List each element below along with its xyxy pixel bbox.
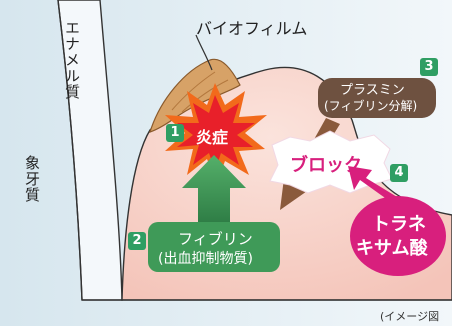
- fibrin-box: [148, 222, 280, 272]
- tranexamic-sublabel: キサム酸: [356, 238, 428, 259]
- caption-text: (イメージ図: [380, 310, 440, 323]
- inflammation-label: 炎症: [196, 128, 229, 147]
- block-label: ブロック: [290, 155, 362, 176]
- tranexamic-label: トラネ: [372, 214, 426, 235]
- enamel-label: エナメル質: [63, 20, 81, 100]
- tranexamic-circle: [350, 196, 446, 276]
- step-badge-3: 3: [420, 58, 438, 76]
- up-arrow-icon: [182, 155, 246, 222]
- fibrin-label: フィブリン: [178, 230, 253, 248]
- plasmin-label: プラスミン: [340, 83, 405, 98]
- step-badge-2: 2: [128, 232, 146, 250]
- biofilm-leader: [195, 34, 213, 71]
- biofilm-label: バイオフィルム: [196, 19, 308, 38]
- block-arrow-icon: [348, 166, 402, 205]
- biofilm-blob: [149, 58, 241, 133]
- step-badge-4: 4: [390, 164, 408, 182]
- plasmin-box: [318, 78, 436, 118]
- dentin-label: 象牙質: [23, 155, 41, 203]
- step-badge-1: 1: [166, 124, 184, 142]
- fibrin-sublabel: (出血抑制物質): [158, 251, 253, 267]
- plasmin-sublabel: (フィブリン分解): [324, 99, 418, 113]
- explosion-icon: [165, 83, 267, 183]
- dentin-boundary: [57, 0, 83, 301]
